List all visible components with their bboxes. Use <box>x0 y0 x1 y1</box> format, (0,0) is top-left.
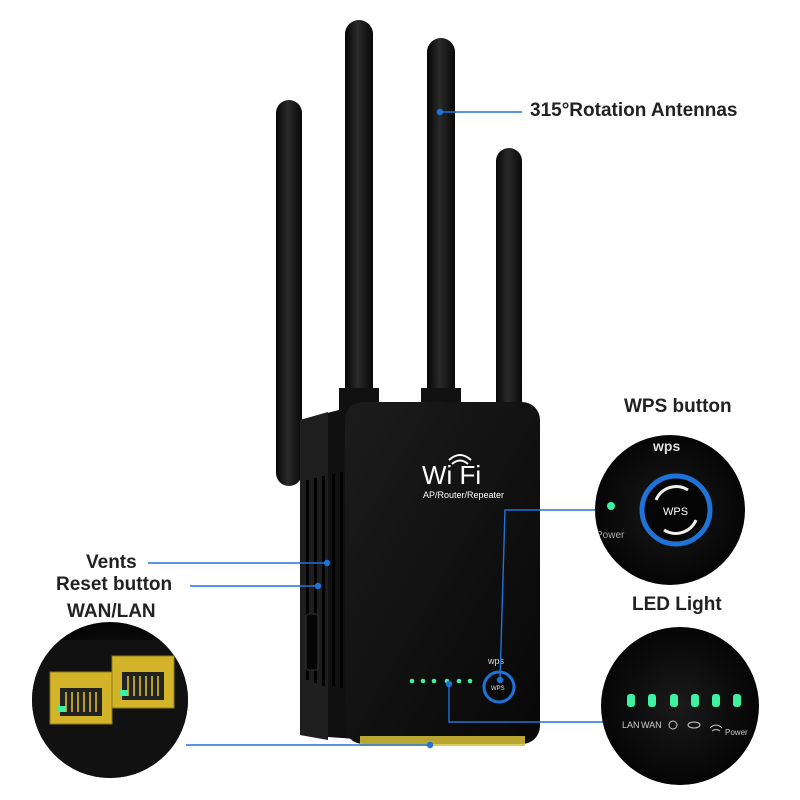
device-wps-label: wps <box>487 656 505 666</box>
wifi-logo: Wi Fi <box>422 460 481 490</box>
led-label-wan: WAN <box>641 720 662 730</box>
antenna-mid-right <box>427 38 455 406</box>
callout-lines <box>148 108 605 749</box>
router-body: wps WPS Wi Fi AP/Router/Repeater <box>300 402 540 746</box>
led-label-lan: LAN <box>622 720 640 730</box>
port-zoom-circle <box>32 622 188 778</box>
wps-zoom-circle: Power wps WPS <box>595 435 745 585</box>
reset-button <box>305 613 319 671</box>
vents <box>306 472 343 688</box>
antenna-mid-left <box>345 20 373 406</box>
led-label-power: Power <box>725 728 748 737</box>
model-line: AP/Router/Repeater <box>423 490 504 500</box>
device-wps-button <box>482 670 516 704</box>
power-label-zoom: Power <box>596 530 625 541</box>
callout-reset-button: Reset button <box>56 574 173 595</box>
power-led-zoom <box>607 502 615 510</box>
callout-wan-lan: WAN/LAN <box>67 601 156 622</box>
callout-wps-button: WPS button <box>624 396 732 417</box>
wps-button-text-zoom: WPS <box>663 506 688 518</box>
device-wps-button-text: WPS <box>491 686 505 692</box>
wifi-signal-icon <box>448 454 472 465</box>
planet-icon <box>687 721 701 729</box>
callout-antennas: 315°Rotation Antennas <box>530 100 738 121</box>
antenna-left <box>276 100 302 486</box>
internet-icon <box>668 720 678 730</box>
led-zoom-circle: LAN WAN Power <box>601 627 759 785</box>
device-led-row <box>409 678 473 684</box>
wifi-icon <box>709 724 723 732</box>
callout-led-light: LED Light <box>632 594 722 615</box>
refresh-arrows-icon <box>654 485 698 535</box>
wps-label-zoom: wps <box>652 438 680 454</box>
callout-vents: Vents <box>86 552 137 573</box>
